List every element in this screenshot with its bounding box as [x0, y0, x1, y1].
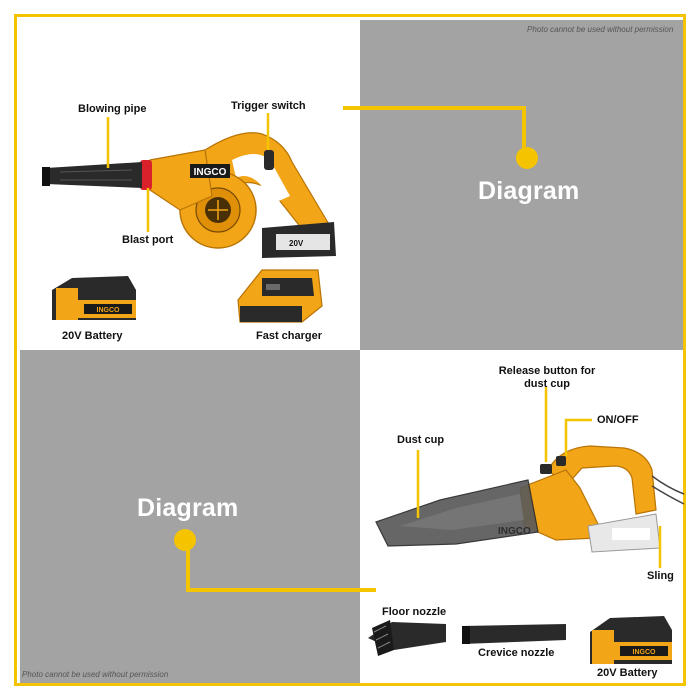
vacuum-logo: INGCO	[498, 526, 531, 537]
charger-image	[237, 269, 323, 323]
label-battery-top: 20V Battery	[62, 330, 123, 342]
label-dust-cup: Dust cup	[397, 434, 445, 446]
connector-top	[343, 106, 538, 169]
blower-image: INGCO 20V	[42, 132, 336, 258]
vacuum-image: INGCO	[375, 445, 685, 553]
svg-text:20V: 20V	[289, 239, 304, 248]
label-blast-port: Blast port	[122, 234, 174, 246]
vacuum-diagram-title: Diagram	[137, 494, 239, 522]
label-floor-nozzle: Floor nozzle	[382, 606, 447, 618]
vacuum-diagram-panel	[20, 350, 360, 683]
blower-diagram-title: Diagram	[478, 177, 580, 205]
battery-image: INGCO	[52, 276, 136, 320]
crevice-nozzle-image	[462, 624, 566, 644]
label-on-off: ON/OFF	[597, 414, 639, 426]
blower-pointers	[106, 113, 270, 232]
floor-nozzle-image	[368, 620, 446, 656]
battery-bottom-logo: INGCO	[633, 649, 657, 656]
label-trigger-switch: Trigger switch	[231, 100, 306, 112]
label-blowing-pipe: Blowing pipe	[78, 103, 147, 115]
blower-diagram-panel	[360, 20, 683, 350]
label-release-button: Release button for dust cup	[498, 365, 596, 390]
vacuum-pointers	[416, 387, 662, 568]
battery-image-bottom: INGCO	[590, 616, 672, 664]
permission-notice-top: Photo cannot be used without permission	[527, 25, 674, 34]
label-fast-charger: Fast charger	[256, 330, 323, 342]
connector-bottom	[174, 529, 376, 592]
permission-notice-bottom: Photo cannot be used without permission	[22, 670, 169, 679]
label-sling: Sling	[647, 570, 674, 582]
battery-logo: INGCO	[97, 307, 121, 314]
blower-logo: INGCO	[194, 167, 227, 178]
label-crevice-nozzle: Crevice nozzle	[478, 647, 555, 659]
label-battery-bottom: 20V Battery	[597, 667, 658, 679]
